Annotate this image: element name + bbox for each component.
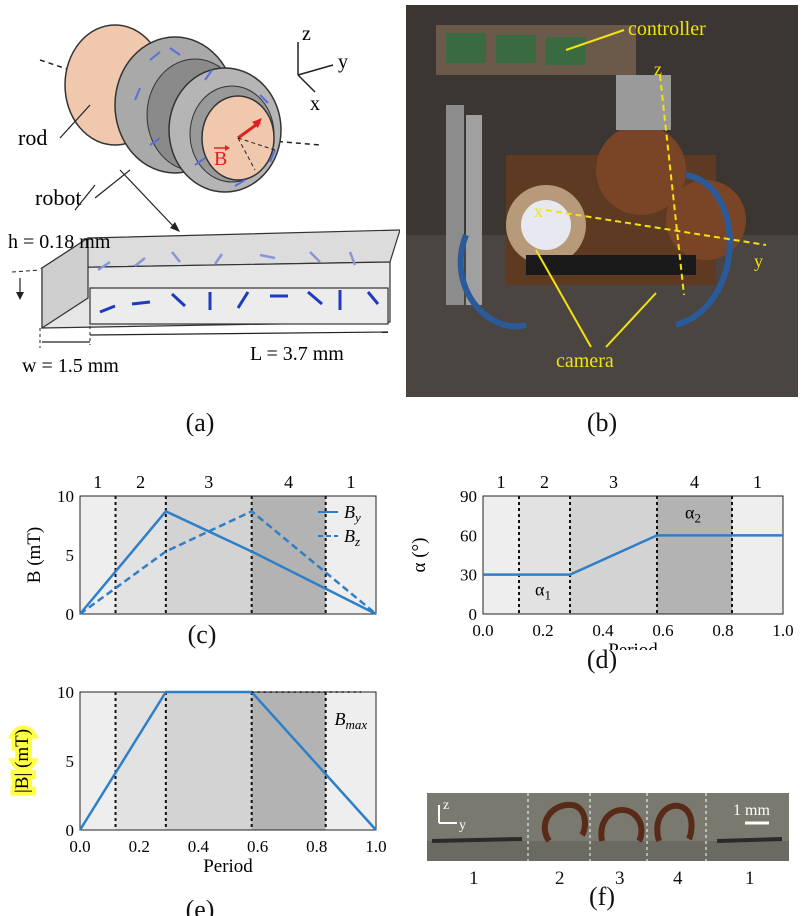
- phase-region: [732, 496, 783, 614]
- axis-x-label: x: [310, 93, 320, 115]
- photo-axis-z: z: [654, 59, 662, 79]
- phase-region: [115, 496, 166, 614]
- x-tick-label: 1.0: [365, 837, 386, 856]
- caption-a: (a): [185, 408, 215, 437]
- phase-region: [251, 496, 326, 614]
- y-tick-label: 0: [66, 605, 75, 620]
- x-tick-label: 0.4: [592, 621, 614, 640]
- max-field-subscript: max: [346, 717, 368, 732]
- x-axis-label: Period: [608, 640, 658, 650]
- motion-phase-label: 2: [555, 868, 565, 889]
- axis-z-label: z: [302, 23, 311, 45]
- x-tick-label: 0.0: [472, 621, 493, 640]
- y-tick-label: 0: [469, 605, 478, 624]
- x-tick-label: 0.2: [129, 837, 150, 856]
- phase-region: [325, 692, 376, 830]
- y-tick-label: 10: [57, 683, 74, 702]
- phase-number-label: 3: [204, 472, 213, 492]
- series-line: [79, 509, 377, 616]
- phase-number-label: 2: [136, 472, 145, 492]
- x-tick-label: 0.2: [532, 621, 553, 640]
- plot-frame: [482, 495, 784, 615]
- legend-subscript: y: [353, 510, 361, 525]
- photo-axis-x: x: [534, 201, 543, 221]
- motion-phase-labels: 1 2 3 4 1: [427, 868, 789, 890]
- series-line: [79, 509, 377, 616]
- width-dimension: w = 1.5 mm: [22, 355, 119, 377]
- phase-region: [80, 692, 116, 830]
- panel-a-robot-schematic: B z y x rod robot: [0, 0, 401, 437]
- robot-schematic-figure: B z y x rod robot: [8, 23, 401, 377]
- length-dimension: L = 3.7 mm: [250, 343, 344, 365]
- x-tick-label: 0.0: [69, 837, 90, 856]
- panel-f-motion-sequence: z y 1 mm: [427, 793, 789, 861]
- y-axis-label: α (°): [409, 538, 430, 573]
- y-tick-label: 30: [460, 566, 477, 585]
- phase-number-label: 4: [690, 472, 699, 492]
- x-tick-label: 0.6: [247, 837, 268, 856]
- phase-region: [80, 496, 116, 614]
- setup-photo-illustration: z x y controller camera: [406, 5, 798, 397]
- plot-frame: [79, 495, 377, 615]
- x-tick-label: 0.8: [306, 837, 327, 856]
- photo-f-axis-y: y: [459, 818, 466, 833]
- x-tick-label: 0.4: [188, 837, 210, 856]
- y-tick-label: 5: [66, 752, 75, 771]
- caption-c: (c): [187, 620, 217, 649]
- motion-sequence-photo: z y 1 mm: [427, 793, 789, 861]
- y-tick-label: 0: [66, 821, 75, 840]
- phase-number-label: 1: [93, 472, 102, 492]
- angle-annotation-subscript: 1: [544, 588, 551, 603]
- motion-phase-label: 3: [615, 868, 625, 889]
- series-line: [78, 690, 377, 831]
- rod-label: rod: [18, 125, 47, 150]
- robot-label: robot: [35, 185, 81, 210]
- phase-number-label: 1: [346, 472, 355, 492]
- camera-label: camera: [556, 350, 614, 372]
- caption-f: (f): [589, 882, 615, 911]
- y-tick-label: 5: [66, 546, 75, 565]
- axis-y-label: y: [338, 51, 348, 73]
- photo-f-axis-z: z: [443, 798, 449, 813]
- height-dimension: h = 0.18 mm: [8, 231, 111, 253]
- caption-b: (b): [586, 408, 618, 437]
- motion-phase-label: 4: [673, 868, 683, 889]
- y-axis-label: B (mT): [24, 527, 45, 583]
- panel-b-setup-photo: z x y controller camera: [406, 5, 798, 397]
- y-tick-label: 90: [460, 487, 477, 506]
- legend-subscript: z: [354, 534, 360, 549]
- series-line: [483, 534, 783, 576]
- phase-region: [165, 496, 252, 614]
- phase-number-label: 2: [540, 472, 549, 492]
- x-axis-label: Period: [203, 856, 253, 877]
- angle-annotation-subscript: 2: [694, 510, 701, 525]
- y-tick-label: 60: [460, 526, 477, 545]
- y-axis-label: |B| (mT): [12, 729, 33, 793]
- phase-region: [165, 692, 252, 830]
- phase-region: [483, 496, 519, 614]
- scale-bar-label: 1 mm: [733, 802, 770, 819]
- field-vector-label: B: [214, 148, 227, 170]
- caption-e: (e): [185, 895, 215, 916]
- phase-number-label: 1: [497, 472, 506, 492]
- controller-label: controller: [628, 18, 706, 40]
- phase-region: [519, 496, 570, 614]
- x-tick-label: 1.0: [772, 621, 793, 640]
- phase-number-label: 1: [753, 472, 762, 492]
- x-tick-label: 0.6: [652, 621, 673, 640]
- y-tick-label: 10: [57, 487, 74, 506]
- motion-phase-label: 1: [469, 868, 479, 889]
- phase-number-label: 4: [284, 472, 293, 492]
- motion-phase-label: 1: [745, 868, 755, 889]
- phase-number-label: 3: [609, 472, 618, 492]
- photo-axis-y: y: [754, 251, 763, 271]
- max-field-annotation: Bmax: [335, 709, 368, 732]
- caption-d: (d): [586, 645, 618, 674]
- x-tick-label: 0.8: [712, 621, 733, 640]
- phase-region: [657, 496, 732, 614]
